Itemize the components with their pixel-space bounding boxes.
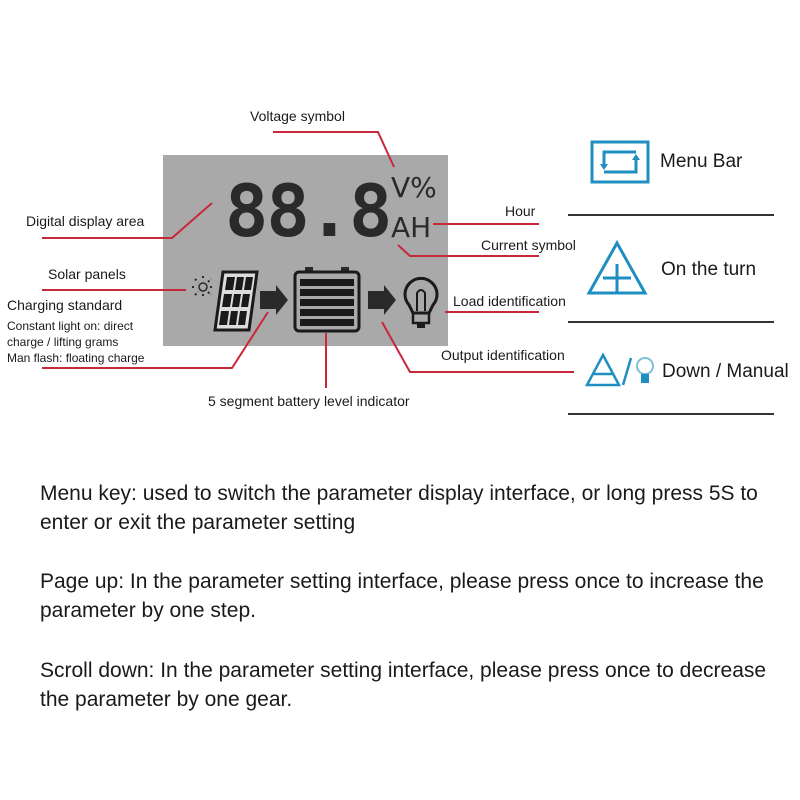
charging-arrow-icon — [260, 285, 288, 315]
load-bulb-icon — [403, 276, 439, 328]
charging-note-2: charge / lifting grams — [7, 335, 119, 349]
on-the-turn-label: On the turn — [661, 259, 757, 280]
output-arrow-icon — [368, 285, 396, 315]
output-identification-label: Output identification — [441, 347, 565, 363]
up-triangle-plus-icon — [586, 240, 648, 295]
battery-indicator-label: 5 segment battery level indicator — [208, 393, 410, 409]
amp-hour-symbol: AH — [391, 211, 432, 244]
divider — [568, 214, 774, 216]
battery-icon — [293, 267, 361, 333]
down-manual-label: Down / Manual — [662, 361, 789, 382]
page-up-description: Page up: In the parameter setting interf… — [40, 570, 764, 622]
sun-icon — [192, 276, 214, 298]
down-triangle-bulb-icon — [585, 352, 654, 387]
menu-key-description: Menu key: used to switch the parameter d… — [40, 482, 758, 534]
divider — [568, 321, 774, 323]
current-symbol-label: Current symbol — [481, 237, 576, 253]
solar-panel-icon — [213, 270, 259, 332]
digital-display-area-label: Digital display area — [26, 213, 145, 229]
voltage-percent-symbol: V% — [391, 171, 437, 204]
charging-standard-label: Charging standard — [7, 297, 123, 313]
solar-panels-label: Solar panels — [48, 266, 126, 282]
scroll-down-description: Scroll down: In the parameter setting in… — [40, 659, 767, 711]
charging-note-1: Constant light on: direct — [7, 319, 134, 333]
digital-display: 88.8 — [225, 169, 392, 253]
voltage-symbol-label: Voltage symbol — [250, 108, 345, 124]
divider — [568, 413, 774, 415]
load-identification-label: Load identification — [453, 293, 566, 309]
menu-cycle-icon — [590, 140, 650, 184]
lcd-panel: 88.8 V% AH — [163, 155, 448, 346]
hour-label: Hour — [505, 203, 536, 219]
charging-note-3: Man flash: floating charge — [7, 351, 145, 365]
menu-bar-label: Menu Bar — [660, 151, 743, 172]
